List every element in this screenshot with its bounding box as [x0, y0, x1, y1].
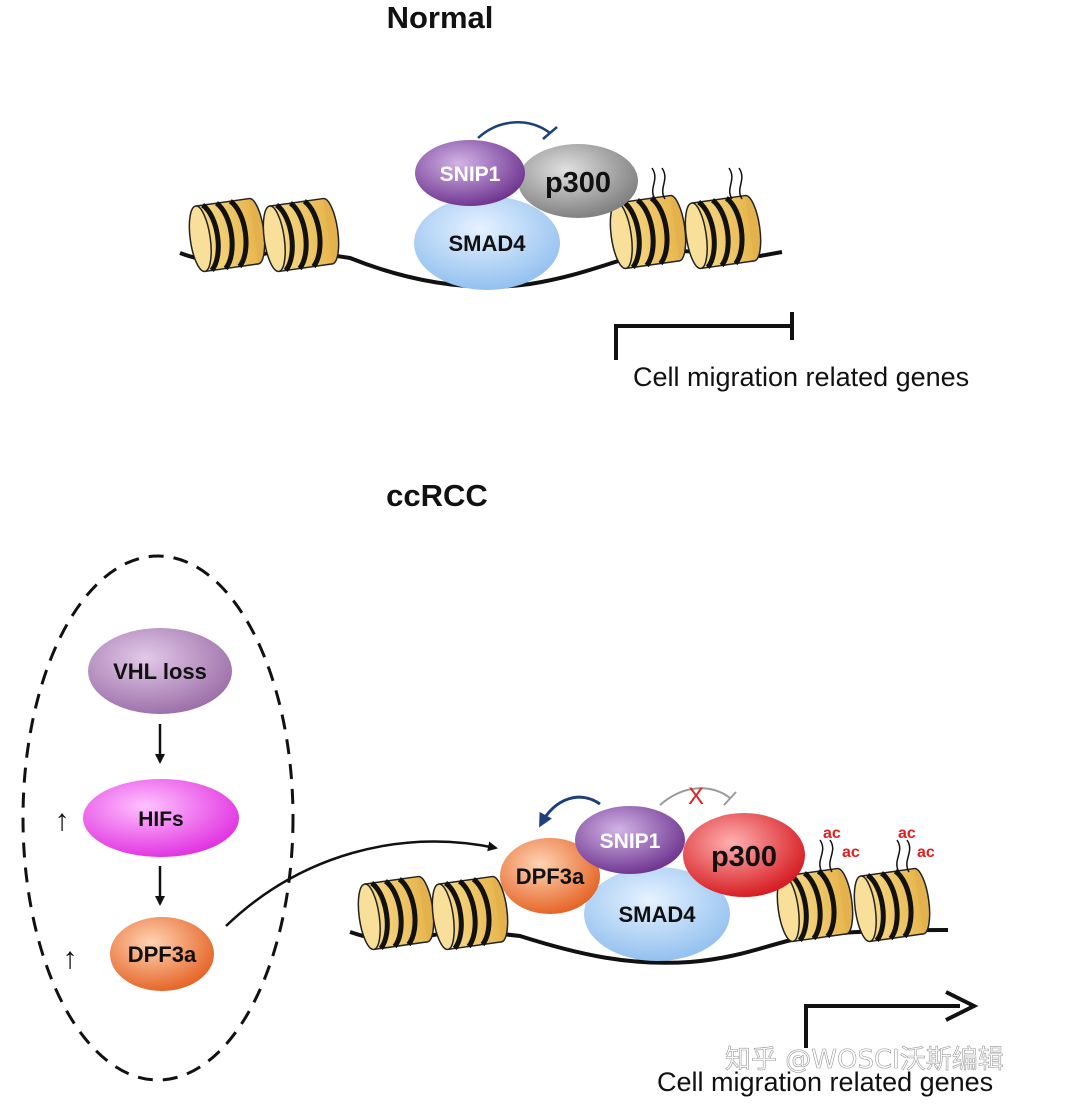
ccrcc-nucleosome — [355, 875, 437, 951]
acetyl-mark: ac — [842, 844, 860, 861]
ccrcc-gene-label: Cell migration related genes — [657, 1067, 993, 1097]
snip1-to-dpf3a-arrow — [539, 795, 601, 828]
ccrcc-smad4: SMAD4 — [584, 867, 730, 961]
normal-snip1-label: SNIP1 — [440, 163, 501, 186]
normal-inhibition-bar — [542, 126, 558, 140]
pathway-dpf3a-label: DPF3a — [128, 942, 197, 967]
normal-nucleosome — [260, 197, 342, 273]
ccrcc-dpf3a-label: DPF3a — [516, 864, 585, 889]
pathway-vhl-label: VHL loss — [113, 659, 207, 684]
normal-gene-label: Cell migration related genes — [633, 362, 969, 392]
ccrcc-pathway-boundary — [21, 554, 295, 1082]
ccrcc-histone-tail — [819, 839, 834, 873]
normal-inhibition-arc — [477, 121, 551, 139]
ccrcc-snip1-label: SNIP1 — [600, 830, 661, 853]
dpf3a-recruitment-arrow — [225, 840, 498, 927]
normal-histone-tail — [728, 167, 743, 200]
acetyl-mark: ac — [823, 825, 841, 842]
ccrcc-snip1: SNIP1 — [575, 806, 685, 874]
acetyl-mark: ac — [898, 825, 916, 842]
blocked-x-mark: X — [688, 783, 704, 810]
ccrcc-histone-tail — [896, 839, 911, 873]
normal-p300-label: p300 — [545, 167, 611, 199]
acetyl-mark: ac — [917, 844, 935, 861]
ccrcc-nucleosome — [851, 867, 933, 943]
blocked-inhibition-arc — [659, 787, 731, 806]
blocked-inhibition-bar — [723, 791, 737, 806]
ccrcc-dpf3a: DPF3a — [500, 838, 600, 914]
ccrcc-p300-label: p300 — [711, 841, 777, 873]
ccrcc-nucleosome — [429, 875, 511, 951]
ccrcc-p300: p300 — [683, 813, 805, 897]
ccrcc-gene-arrowhead — [945, 990, 979, 1022]
ccrcc-gene-active-symbol — [804, 1004, 960, 1048]
ccrcc-smad4-label: SMAD4 — [618, 902, 696, 927]
normal-nucleosome — [682, 194, 764, 270]
pathway-hifs-label: HIFs — [138, 808, 184, 831]
normal-gene-repressed-symbol — [614, 324, 792, 360]
normal-p300: p300 — [518, 144, 638, 218]
pathway-hifs: HIFs — [83, 779, 239, 857]
normal-histone-tail — [651, 167, 666, 200]
dpf3a-up-arrow: ↑ — [63, 942, 78, 975]
normal-smad4-label: SMAD4 — [448, 231, 526, 256]
normal-nucleosome — [186, 197, 268, 273]
watermark: 知乎 @WOSCI沃斯编辑 — [725, 1045, 1004, 1075]
normal-title: Normal — [387, 0, 494, 35]
normal-smad4: SMAD4 — [414, 196, 560, 290]
pathway-vhl-loss: VHL loss — [88, 628, 232, 714]
pathway-dpf3a: DPF3a — [110, 917, 214, 991]
normal-snip1: SNIP1 — [415, 140, 525, 206]
ccrcc-title: ccRCC — [386, 478, 488, 513]
hifs-up-arrow: ↑ — [55, 804, 70, 837]
